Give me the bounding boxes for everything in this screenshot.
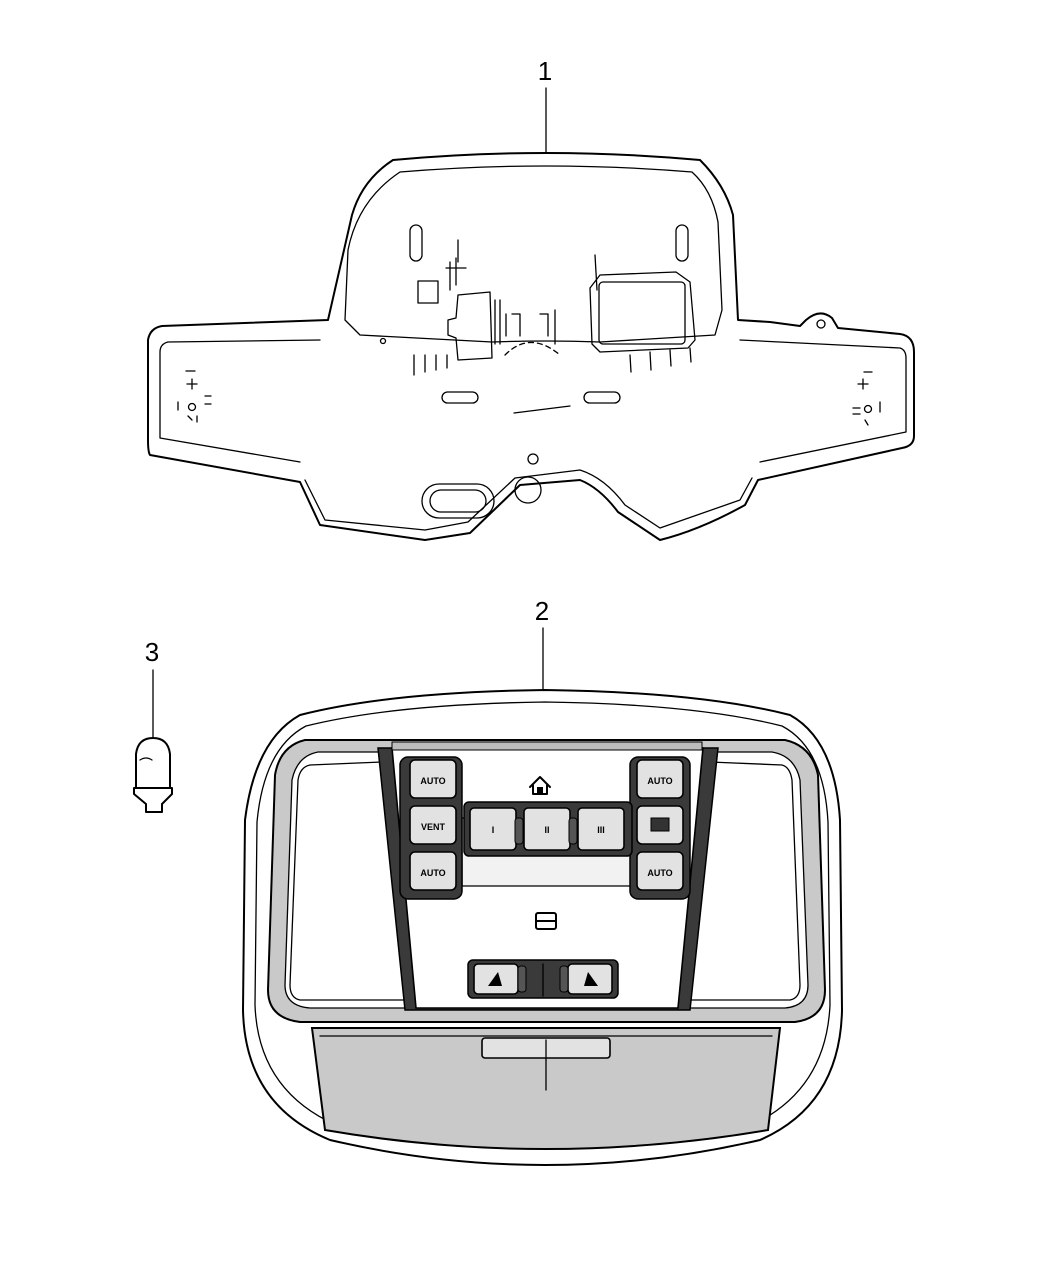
clip-tabs-top: [445, 239, 467, 291]
panel-top-strip: [391, 741, 703, 751]
bulb-base-icon: [133, 787, 173, 813]
map-lens-left: [289, 761, 411, 1001]
callout-2: 2: [535, 596, 549, 626]
homelink-label-1: I: [492, 825, 495, 835]
right-auto-label-top: AUTO: [647, 776, 672, 786]
screw-hole: [527, 453, 539, 465]
callout-1: 1: [538, 56, 552, 86]
map-switch-divider-1: [517, 965, 527, 993]
clip-bracket-left: [447, 291, 493, 361]
map-switch-divider-2: [559, 965, 569, 993]
mount-hole-bottom: [514, 476, 542, 504]
bracket-left-wing-inner: [159, 339, 321, 463]
mount-slot-center-right: [583, 391, 621, 404]
mount-oval-bottom: [421, 483, 495, 519]
bracket-inner-rim: [344, 165, 723, 343]
wing-symbols-left: [177, 370, 212, 423]
mount-slot-center-left: [441, 391, 479, 404]
homelink-label-2: II: [544, 825, 549, 835]
left-vent-button[interactable]: [409, 805, 457, 845]
wing-hole-right: [816, 319, 826, 329]
switch-divider-1: [514, 817, 524, 845]
pocket-outline: [589, 271, 696, 353]
dome-light-icon: [535, 912, 557, 930]
bracket-outline: [147, 152, 915, 541]
map-light-left-icon: [488, 972, 502, 986]
wing-symbols-right: [852, 371, 881, 426]
left-vent-label: VENT: [421, 822, 446, 832]
clip-block-square: [417, 280, 439, 304]
groove-line: [513, 405, 571, 414]
bracket-right-wing-inner: [739, 339, 907, 463]
left-auto-label-top: AUTO: [420, 776, 445, 786]
left-auto-button-bottom[interactable]: [409, 851, 457, 891]
part-3-bulb: 3: [133, 637, 173, 813]
mount-slot-left: [409, 224, 423, 262]
dashed-arc: [504, 342, 561, 356]
bulb-glass-icon: [135, 737, 171, 789]
part-1-mounting-bracket: 1: [147, 56, 915, 541]
mount-slot-right: [675, 224, 689, 262]
pocket-inner: [598, 281, 686, 345]
mount-oval-bottom-inner: [429, 489, 487, 513]
bracket-bottom-contour: [304, 469, 753, 531]
console-outer-shell: [242, 689, 843, 1166]
homelink-button-3[interactable]: [577, 807, 625, 851]
garage-door-icon: [529, 776, 551, 795]
rib-lines-right: [594, 254, 692, 373]
homelink-label-3: III: [597, 825, 605, 835]
right-auto-button-top[interactable]: [636, 759, 684, 799]
callout-3: 3: [145, 637, 159, 667]
map-lens-right: [682, 761, 801, 1001]
left-auto-button-top[interactable]: [409, 759, 457, 799]
right-auto-label-bottom: AUTO: [647, 868, 672, 878]
small-dot-left: [379, 337, 387, 345]
switch-divider-2: [568, 817, 578, 845]
rib-lines-left: [413, 354, 448, 376]
clip-ribs: [494, 299, 556, 345]
map-light-right-icon: [584, 972, 598, 986]
sunshade-icon: [650, 817, 670, 832]
bulb-highlight: [139, 757, 153, 761]
part-2-overhead-console: 2 AUTO VENT AUTO AUTO AU: [242, 596, 843, 1166]
right-auto-button-bottom[interactable]: [636, 851, 684, 891]
left-auto-label-bottom: AUTO: [420, 868, 445, 878]
